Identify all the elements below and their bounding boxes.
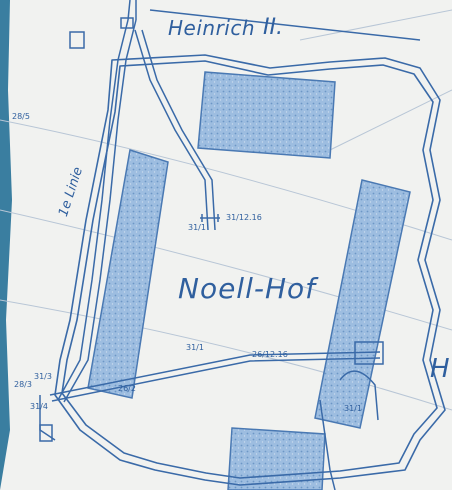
annotation-31-1-mid: 31/1 <box>186 343 204 352</box>
map-title: Heinrich <box>168 16 256 40</box>
annotation-31-12-16: 31/12.16 <box>226 213 262 222</box>
annotation-31-4: 31/4 <box>30 402 48 411</box>
building-blocks <box>87 71 411 490</box>
annotation-26-2: 26/2 <box>118 384 136 393</box>
map-title-suffix: II. <box>263 15 283 40</box>
right-edge-label: H <box>430 354 450 384</box>
block-right <box>314 179 411 429</box>
annotation-26-12-16: 26/12.16 <box>252 350 288 359</box>
block-left <box>87 149 169 399</box>
left-border-strip <box>0 0 12 490</box>
block-top <box>197 71 336 159</box>
annotation-31-1-right: 31/1 <box>344 404 362 413</box>
annotation-28-3: 28/3 <box>14 380 32 389</box>
center-label: Noell-Hof <box>178 272 317 305</box>
annotation-31-3: 31/3 <box>34 372 52 381</box>
annotation-31-1-top: 31/1 <box>188 223 206 232</box>
annotation-28-5: 28/5 <box>12 112 30 121</box>
